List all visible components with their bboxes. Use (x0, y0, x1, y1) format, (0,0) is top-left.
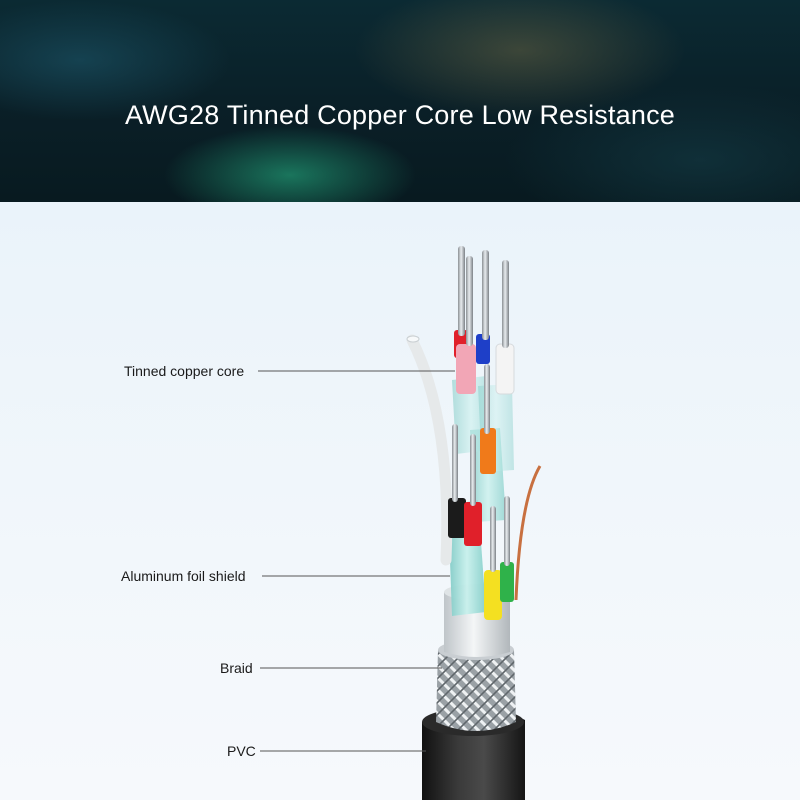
label-braid: Braid (220, 660, 253, 676)
cable-diagram: Tinned copper core Aluminum foil shield … (0, 202, 800, 800)
label-pvc: PVC (227, 743, 256, 759)
label-aluminum-foil-shield: Aluminum foil shield (121, 568, 246, 584)
white-filler-end (407, 336, 419, 342)
cable-cross-section-illustration (0, 202, 800, 800)
banner-title: AWG28 Tinned Copper Core Low Resistance (0, 100, 800, 131)
header-banner: AWG28 Tinned Copper Core Low Resistance (0, 0, 800, 202)
copper-drain-wire (516, 466, 540, 600)
label-tinned-copper-core: Tinned copper core (124, 363, 244, 379)
white-filler-strand (412, 340, 447, 560)
